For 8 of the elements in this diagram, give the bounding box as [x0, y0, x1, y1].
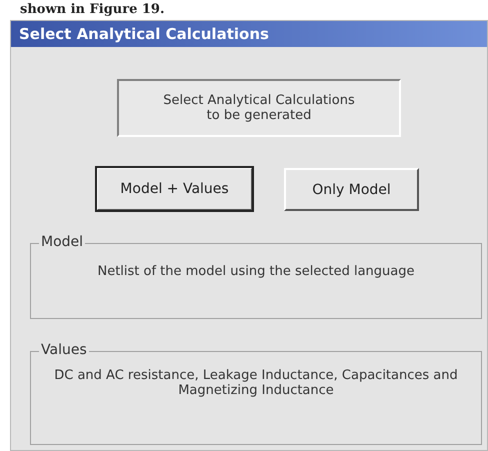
title-bar: Select Analytical Calculations — [11, 21, 487, 47]
dialog-window — [10, 20, 488, 451]
message-box: Select Analytical Calculations to be generated — [117, 79, 401, 137]
button: Only Model — [284, 168, 419, 211]
description-text: Netlist of the model using the selected language — [96, 264, 416, 279]
caption-text: shown in Figure 19. — [20, 1, 164, 18]
description-text: DC and AC resistance, Leakage Inductance, Capacitances and Magnetizing Inductance — [53, 368, 459, 398]
default-button: Model + Values — [96, 167, 253, 211]
